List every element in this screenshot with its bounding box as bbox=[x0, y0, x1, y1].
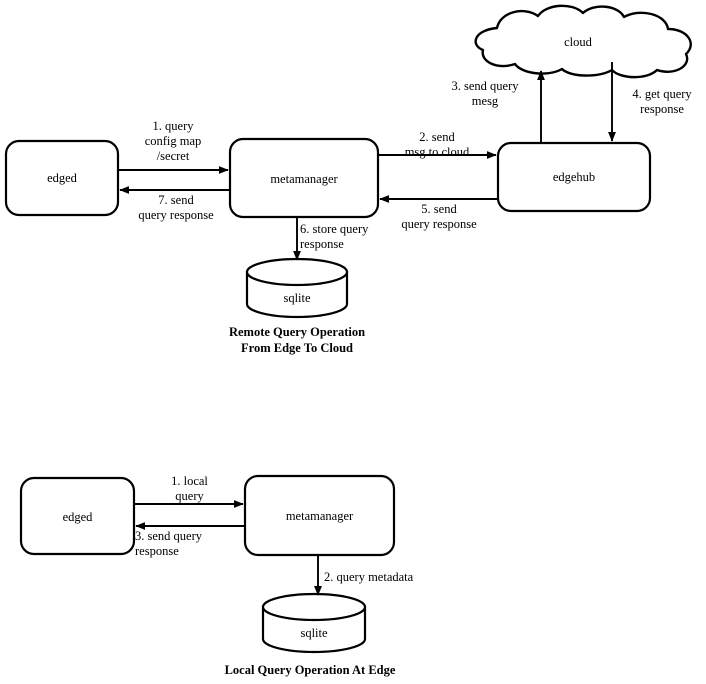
edge-label-7: 7. send query response bbox=[138, 193, 214, 222]
node-label-edgehub: edgehub bbox=[552, 170, 596, 184]
diagram-caption-remote-query: Remote Query Operation From Edge To Clou… bbox=[228, 325, 366, 355]
node-label-sqlite-local: sqlite bbox=[300, 626, 328, 640]
edge-label-4: 4. get query response bbox=[632, 87, 692, 116]
diagram-caption-local-query: Local Query Operation At Edge bbox=[224, 663, 396, 677]
edge-label-5: 5. send query response bbox=[401, 202, 477, 231]
edge-label-local-2: 2. query metadata bbox=[324, 570, 414, 584]
node-label-edged-local: edged bbox=[62, 510, 93, 524]
node-label-metamanager-local: metamanager bbox=[285, 509, 354, 523]
node-shape-sqlite-local[interactable] bbox=[261, 592, 367, 654]
edge-label-local-3: 3. send query response bbox=[135, 529, 202, 558]
node-shape-sqlite[interactable] bbox=[245, 257, 349, 319]
node-label-metamanager: metamanager bbox=[270, 172, 338, 186]
node-label-cloud: cloud bbox=[564, 35, 592, 49]
edge-label-1: 1. query config map /secret bbox=[144, 119, 202, 163]
edge-label-3: 3. send query mesg bbox=[451, 79, 519, 108]
node-label-sqlite: sqlite bbox=[283, 291, 311, 305]
edge-label-6: 6. store query response bbox=[300, 222, 369, 251]
edge-label-local-1: 1. local query bbox=[171, 474, 208, 503]
edge-label-2: 2. send msg to cloud bbox=[404, 130, 470, 159]
node-label-edged: edged bbox=[47, 171, 77, 185]
